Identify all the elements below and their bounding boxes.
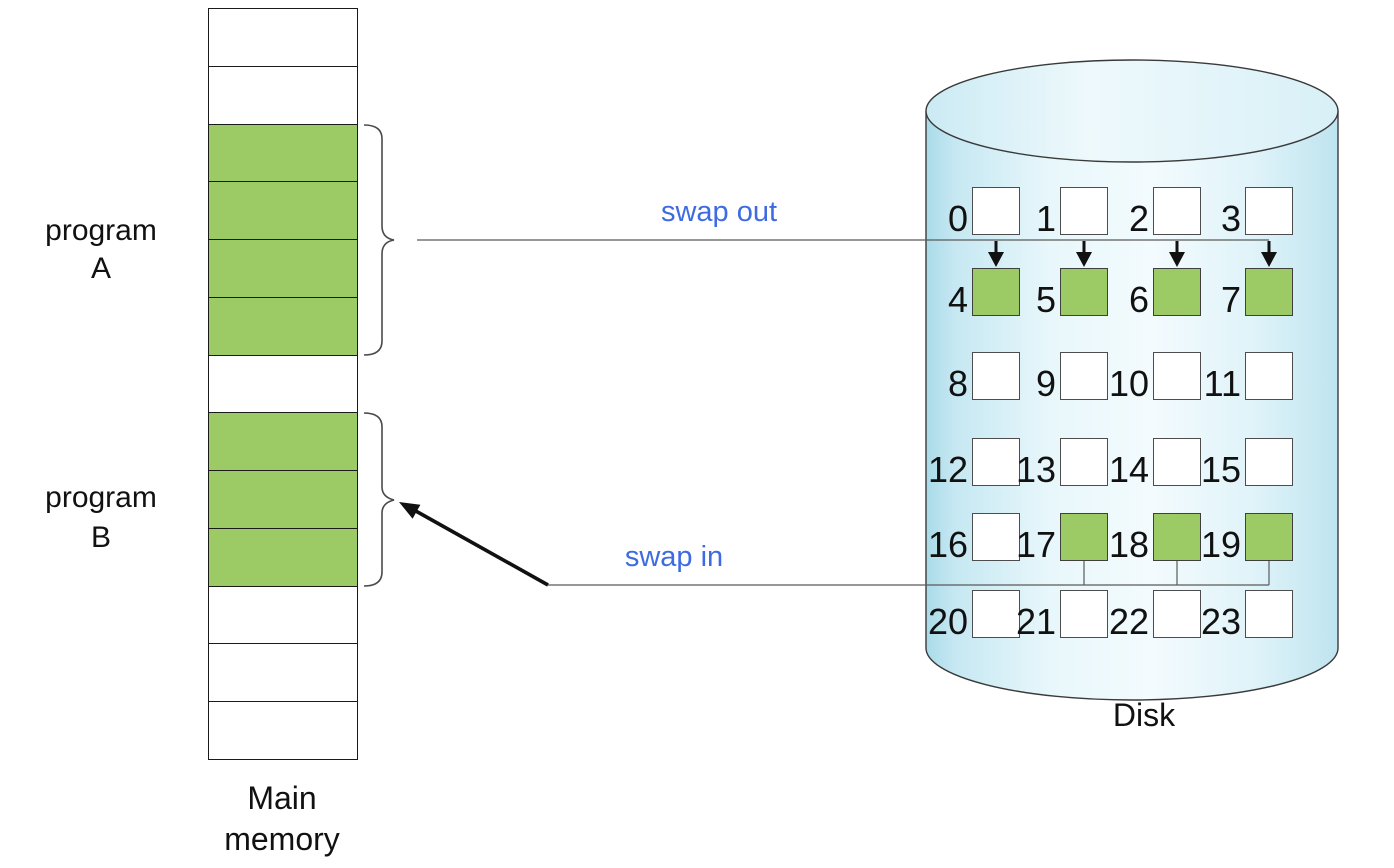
disk-slot-label-2: 2 xyxy=(1128,198,1149,240)
disk-slot-label-21: 21 xyxy=(1015,601,1056,643)
disk-slot-box-15-free xyxy=(1245,438,1293,486)
disk-slot-box-20-free xyxy=(972,590,1020,638)
disk-slot-label-0: 0 xyxy=(947,198,968,240)
disk-slot-box-17-occupied xyxy=(1060,513,1108,561)
disk-slot-label-14: 14 xyxy=(1108,449,1149,491)
memory-cell-program-a xyxy=(209,124,357,183)
main-memory-column xyxy=(208,8,358,760)
disk-slot-box-13-free xyxy=(1060,438,1108,486)
memory-cell-program-b xyxy=(209,471,357,529)
disk-slot-box-0-free xyxy=(972,187,1020,235)
disk-label: Disk xyxy=(1112,697,1176,733)
program-b-label-line1: program xyxy=(45,481,157,514)
memory-cell-free xyxy=(209,9,357,67)
program-a-label: program A xyxy=(18,212,184,288)
main-memory-label: Main memory xyxy=(182,778,382,860)
swap-out-label: swap out xyxy=(660,196,778,228)
disk-slot-label-20: 20 xyxy=(927,601,968,643)
disk-slot-box-21-free xyxy=(1060,590,1108,638)
disk-cylinder-body xyxy=(925,111,1339,701)
disk-slot-box-11-free xyxy=(1245,352,1293,400)
disk-slot-label-17: 17 xyxy=(1015,524,1056,566)
disk-slot-box-6-occupied xyxy=(1153,268,1201,316)
disk-slot-label-15: 15 xyxy=(1200,449,1241,491)
main-memory-label-line2: memory xyxy=(224,821,340,857)
swap-in-arrowhead xyxy=(399,502,421,519)
disk-slot-box-4-occupied xyxy=(972,268,1020,316)
memory-cell-program-b xyxy=(209,413,357,472)
disk-slot-label-5: 5 xyxy=(1035,279,1056,321)
disk-slot-label-6: 6 xyxy=(1128,279,1149,321)
disk-slot-box-16-free xyxy=(972,513,1020,561)
disk-slot-label-10: 10 xyxy=(1108,363,1149,405)
disk-slot-label-12: 12 xyxy=(927,449,968,491)
memory-cell-program-a xyxy=(209,240,357,298)
disk-slot-label-7: 7 xyxy=(1220,279,1241,321)
disk-slot-box-18-occupied xyxy=(1153,513,1201,561)
memory-cell-free xyxy=(209,702,357,759)
program-b-label-line2: B xyxy=(90,521,111,554)
disk-slot-box-7-occupied xyxy=(1245,268,1293,316)
memory-cell-program-b xyxy=(209,528,357,587)
disk-slot-box-23-free xyxy=(1245,590,1293,638)
disk-slot-label-1: 1 xyxy=(1035,198,1056,240)
disk-slot-label-9: 9 xyxy=(1035,363,1056,405)
disk-slot-box-5-occupied xyxy=(1060,268,1108,316)
memory-cell-free xyxy=(209,587,357,645)
disk-slot-label-23: 23 xyxy=(1200,601,1241,643)
disk-slot-label-13: 13 xyxy=(1015,449,1056,491)
swap-out-arrowhead xyxy=(1261,252,1277,267)
memory-cell-program-a xyxy=(209,297,357,356)
program-a-label-line1: program xyxy=(45,214,157,247)
memory-cell-free xyxy=(209,644,357,703)
swap-out-arrows xyxy=(988,241,1277,267)
swap-in-arrow-shaft xyxy=(413,508,549,587)
disk-slot-box-3-free xyxy=(1245,187,1293,235)
swap-out-arrowhead xyxy=(988,252,1004,267)
main-memory-label-line1: Main xyxy=(247,780,317,816)
swap-out-arrowhead xyxy=(1076,252,1092,267)
disk-slot-box-19-occupied xyxy=(1245,513,1293,561)
disk-slot-label-11: 11 xyxy=(1203,363,1241,405)
swap-out-arrowhead xyxy=(1169,252,1185,267)
disk-slot-box-8-free xyxy=(972,352,1020,400)
disk-slot-label-3: 3 xyxy=(1220,198,1241,240)
disk-slot-label-4: 4 xyxy=(947,279,968,321)
disk-slot-label-18: 18 xyxy=(1108,524,1149,566)
swap-in-label: swap in xyxy=(624,541,724,573)
disk-slot-box-9-free xyxy=(1060,352,1108,400)
swap-in-connectors xyxy=(1083,561,1270,585)
disk-slot-box-1-free xyxy=(1060,187,1108,235)
disk-slot-label-16: 16 xyxy=(927,524,968,566)
disk-slot-box-10-free xyxy=(1153,352,1201,400)
disk-slot-box-14-free xyxy=(1153,438,1201,486)
memory-cell-free xyxy=(209,356,357,414)
disk-slot-box-22-free xyxy=(1153,590,1201,638)
memory-cell-free xyxy=(209,67,357,125)
disk-slot-label-19: 19 xyxy=(1200,524,1241,566)
program-a-label-line2: A xyxy=(90,252,111,285)
disk-slot-box-12-free xyxy=(972,438,1020,486)
brace-program-b xyxy=(363,412,395,587)
disk-slot-box-2-free xyxy=(1153,187,1201,235)
disk-cylinder-top xyxy=(925,59,1339,163)
program-b-label: program B xyxy=(18,478,184,558)
disk-slot-label-22: 22 xyxy=(1108,601,1149,643)
brace-program-a xyxy=(363,124,395,356)
disk-slot-label-8: 8 xyxy=(947,363,968,405)
memory-cell-program-a xyxy=(209,182,357,241)
